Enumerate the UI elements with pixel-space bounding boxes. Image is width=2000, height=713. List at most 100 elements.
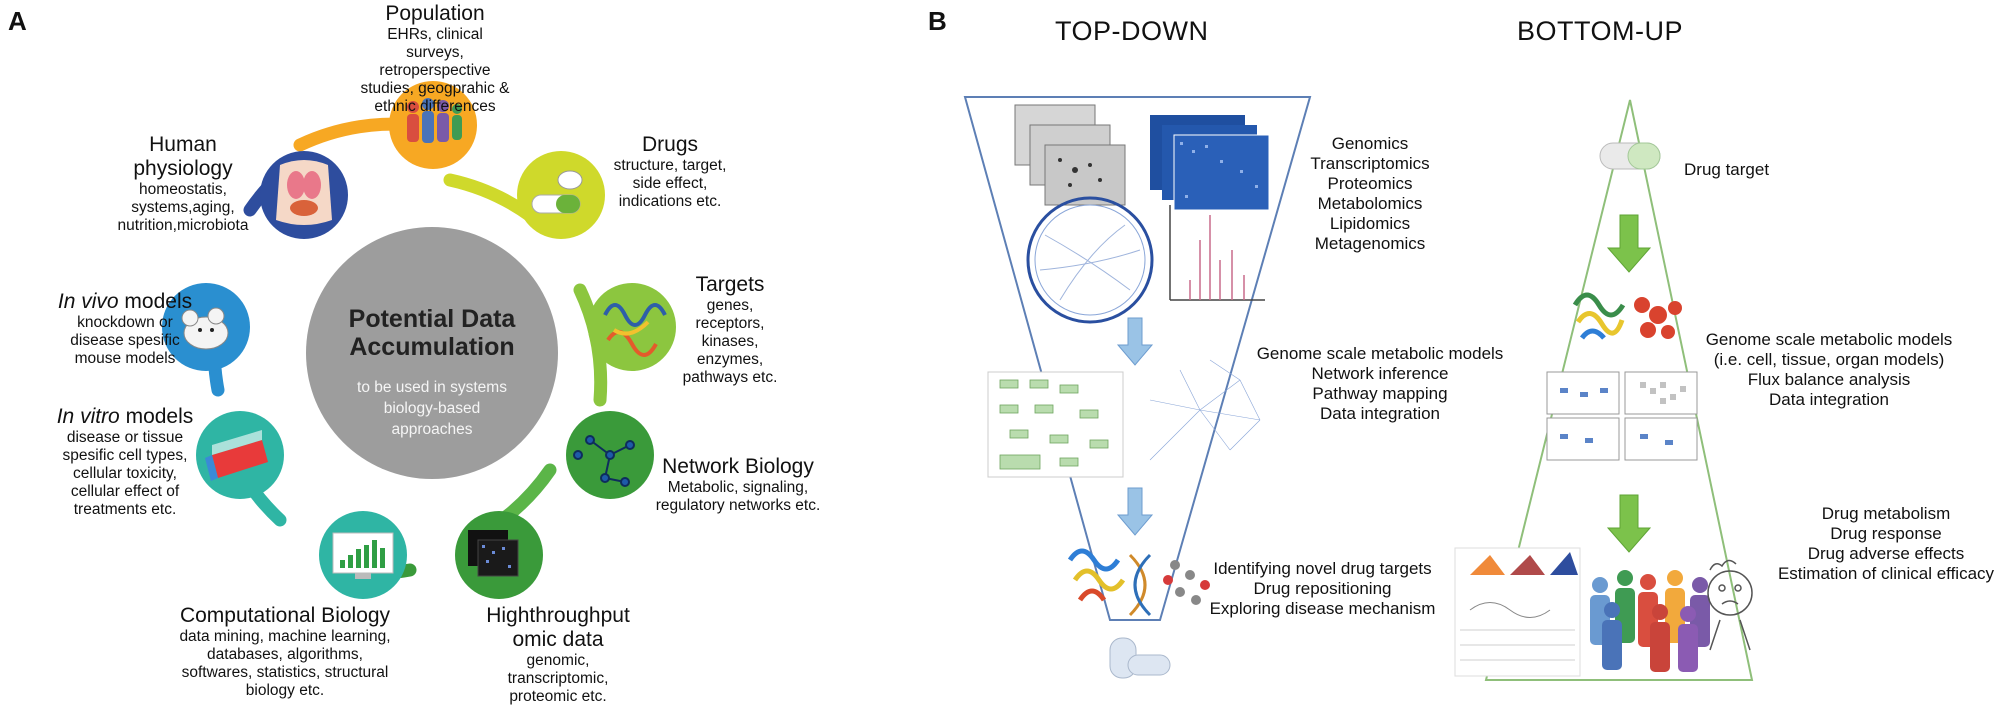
- top-down-outcomes-item: Drug repositioning: [1253, 579, 1392, 598]
- in-vitro-label: In vitro models disease or tissue spesif…: [50, 405, 200, 519]
- human-line: systems,aging,: [131, 199, 235, 216]
- mouse-icon: [181, 307, 229, 350]
- bottom-up-outcomes-item: Drug adverse effects: [1807, 544, 1965, 563]
- pathway-map: [987, 371, 1124, 478]
- center-sub-line2: biology-based: [383, 400, 481, 417]
- population-title: Population: [385, 2, 485, 25]
- center-title-line1: Potential Data: [348, 305, 516, 333]
- targets-line: enzymes,: [696, 351, 764, 368]
- network-line: regulatory networks etc.: [655, 497, 821, 514]
- circos-plot: [1026, 196, 1154, 324]
- top-down-arrow-2: [1116, 487, 1154, 536]
- in-vitro-line: cellular effect of: [70, 483, 180, 500]
- network-hairball: [1149, 359, 1261, 461]
- microarray-grid-stack: [1150, 115, 1270, 211]
- population-label: Population EHRs, clinical surveys, retro…: [330, 2, 540, 116]
- in-vitro-title-rest: models: [119, 405, 194, 428]
- targets-line: pathways etc.: [682, 369, 778, 386]
- in-vitro-line: disease or tissue: [66, 429, 184, 446]
- omics-item: Proteomics: [1327, 174, 1413, 193]
- computational-line: data mining, machine learning,: [179, 628, 391, 645]
- gel-image-stack: [1014, 104, 1126, 206]
- omics-item: Genomics: [1331, 134, 1409, 153]
- center-label: Potential Data Accumulation to be used i…: [306, 305, 558, 440]
- bottom-up-outcomes-list: Drug metabolism Drug response Drug adver…: [1775, 504, 1997, 584]
- protein-pair-icon: [1572, 292, 1682, 340]
- computational-line: softwares, statistics, structural: [181, 664, 389, 681]
- population-line: surveys,: [406, 44, 464, 61]
- bottom-up-arrow-2: [1606, 494, 1652, 553]
- drugs-line: structure, target,: [613, 157, 727, 174]
- bottom-up-models-item: Flux balance analysis: [1747, 370, 1911, 389]
- computational-line: biology etc.: [245, 682, 325, 699]
- targets-node: [588, 283, 676, 371]
- bottom-up-models-item: Data integration: [1768, 390, 1890, 409]
- targets-label: Targets genes, receptors, kinases, enzym…: [675, 273, 785, 387]
- protein-dna-molecule: [1067, 548, 1210, 617]
- top-down-models-list: Genome scale metabolic models Network in…: [1245, 344, 1515, 424]
- in-vitro-line: spesific cell types,: [62, 447, 188, 464]
- panel-b-letter: B: [928, 6, 947, 36]
- center-sub-line1: to be used in systems: [357, 379, 507, 396]
- in-vitro-line: treatments etc.: [73, 501, 177, 518]
- in-vivo-line: disease spesific: [70, 332, 180, 349]
- cell-culture-icon: [205, 430, 268, 481]
- in-vivo-title: In vivo models: [50, 290, 200, 314]
- pills-icon: [1109, 637, 1171, 679]
- drug-capsule-icon: [1599, 142, 1661, 170]
- drug-target-label: Drug target: [1684, 160, 1770, 179]
- network-label: Network Biology Metabolic, signaling, re…: [648, 455, 828, 515]
- in-vitro-line: cellular toxicity,: [73, 465, 177, 482]
- omic-title-line1: Highthroughput: [486, 604, 630, 627]
- population-line: studies, geogprahic &: [360, 80, 510, 97]
- model-panels: [1546, 371, 1698, 461]
- human-node: [260, 151, 348, 239]
- drugs-title: Drugs: [641, 133, 699, 156]
- bottom-up-outcomes-item: Drug response: [1830, 524, 1942, 543]
- omic-label: Highthroughput omic data genomic, transc…: [473, 604, 643, 706]
- in-vivo-line: mouse models: [74, 350, 176, 367]
- human-line: homeostatis,: [139, 181, 227, 198]
- computational-node: [319, 511, 407, 599]
- computational-title: Computational Biology: [179, 604, 391, 627]
- in-vivo-label: In vivo models knockdown or disease spes…: [50, 290, 200, 368]
- in-vivo-node: [162, 283, 250, 371]
- human-label: Human physiology homeostatis, systems,ag…: [103, 133, 263, 235]
- omics-list: Genomics Transcriptomics Proteomics Meta…: [1285, 134, 1455, 254]
- sick-face-icon: [1707, 559, 1753, 651]
- pill-icon: [531, 170, 583, 214]
- center-title-line2: Accumulation: [349, 333, 515, 361]
- omics-item: Metabolomics: [1317, 194, 1423, 213]
- in-vivo-title-italic: In vivo: [57, 290, 119, 313]
- in-vitro-node: [196, 411, 284, 499]
- top-down-title: TOP-DOWN: [1055, 16, 1209, 46]
- protein-structure-icon: [603, 303, 667, 357]
- population-line: retroperspective: [379, 62, 491, 79]
- population-line: EHRs, clinical: [387, 26, 483, 43]
- bottom-up-models-item: (i.e. cell, tissue, organ models): [1713, 350, 1945, 369]
- model-panel-marks: [1560, 388, 1673, 445]
- omic-node: [455, 511, 543, 599]
- network-line: Metabolic, signaling,: [667, 479, 809, 496]
- computational-label: Computational Biology data mining, machi…: [165, 604, 405, 700]
- targets-title: Targets: [695, 273, 765, 296]
- in-vivo-title-rest: models: [118, 290, 193, 313]
- population-node: [389, 81, 477, 169]
- computational-line: databases, algorithms,: [207, 646, 363, 663]
- human-title-line2: physiology: [133, 157, 233, 180]
- top-down-models-item: Pathway mapping: [1312, 384, 1448, 403]
- top-down-outcomes-item: Exploring disease mechanism: [1209, 599, 1436, 618]
- clinical-charts: [1454, 547, 1581, 677]
- torso-icon: [276, 160, 332, 225]
- population-line: ethnic differences: [374, 98, 496, 115]
- people-icon: [407, 98, 462, 143]
- center-sub-line3: approaches: [391, 421, 473, 438]
- top-down-outcomes-list: Identifying novel drug targets Drug repo…: [1200, 559, 1445, 619]
- omics-item: Lipidomics: [1329, 214, 1411, 233]
- in-vivo-line: knockdown or: [77, 314, 173, 331]
- top-down-models-item: Data integration: [1319, 404, 1441, 423]
- panel-a-letter: A: [8, 6, 27, 36]
- mass-spec-plot: [1169, 205, 1265, 301]
